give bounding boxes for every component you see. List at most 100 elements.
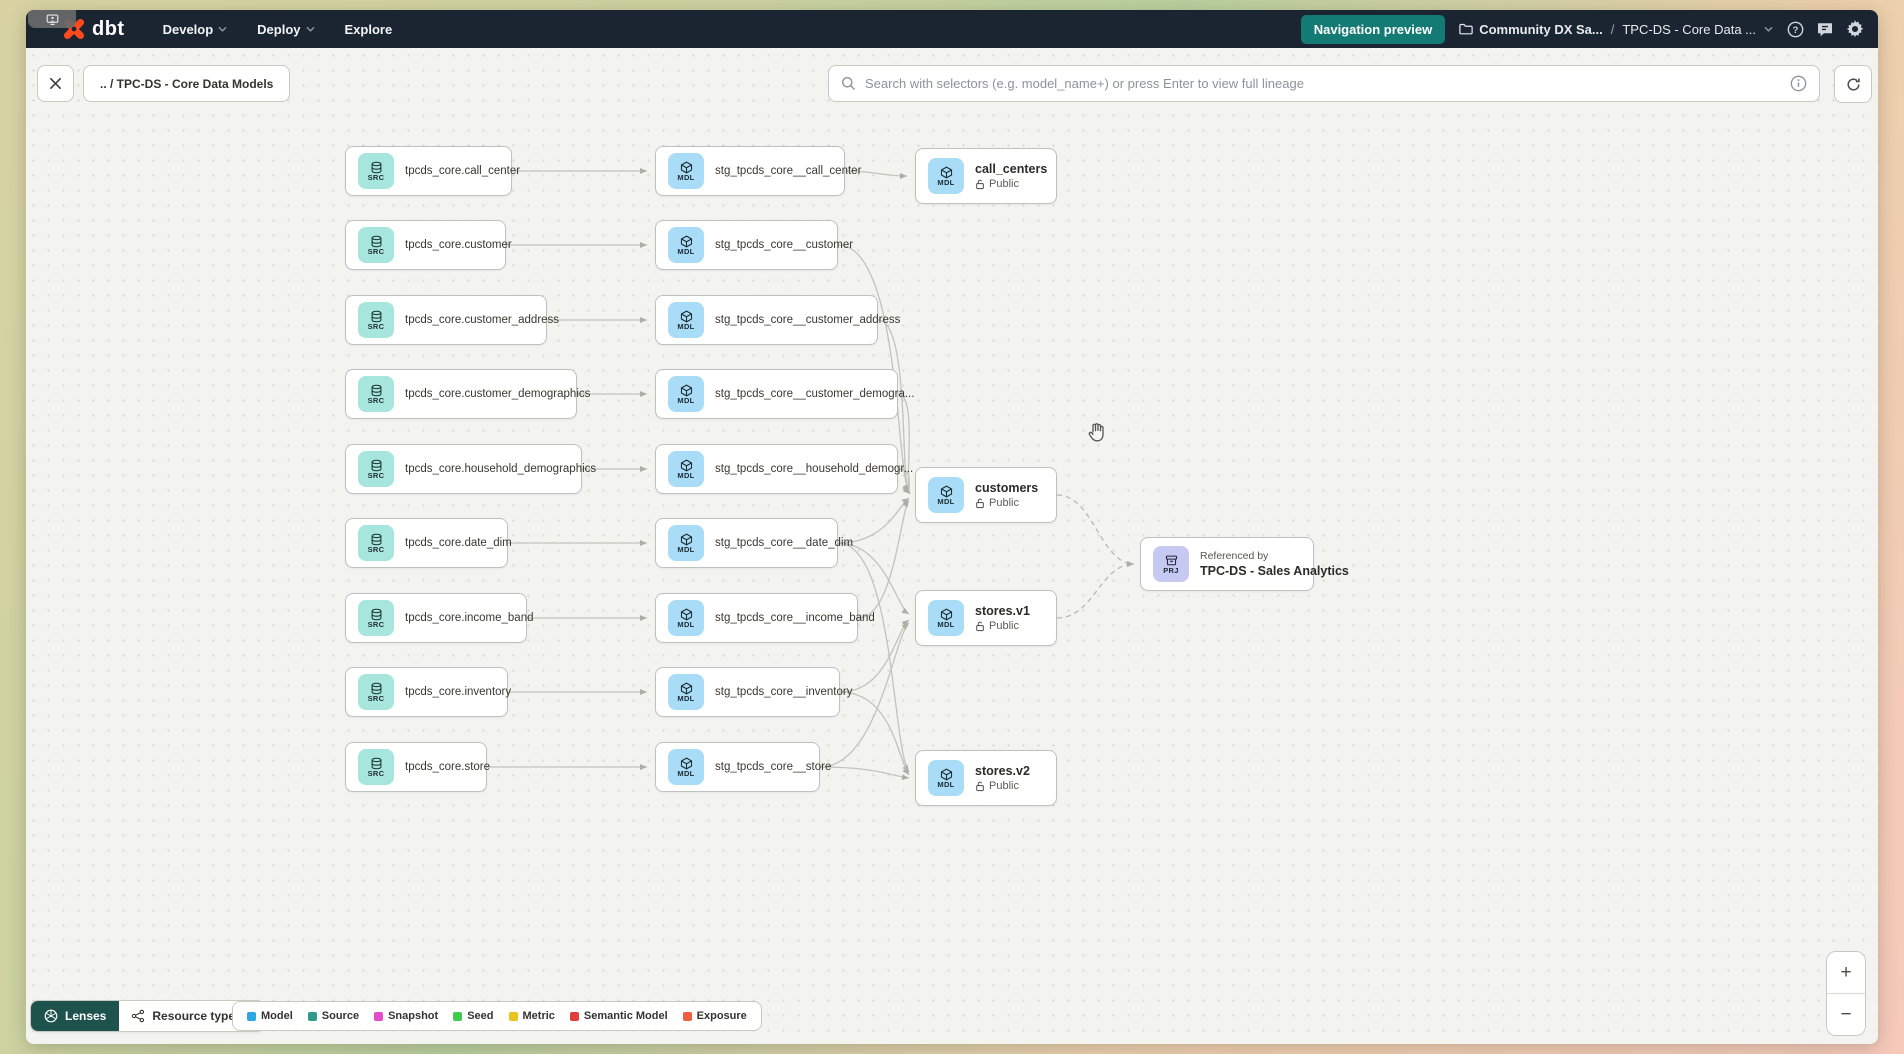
lens-aperture-icon — [44, 1009, 58, 1023]
legend-item: Seed — [453, 1010, 494, 1022]
model-badge: MDL — [928, 760, 964, 796]
model-access: Public — [975, 779, 1030, 793]
info-icon[interactable] — [1790, 75, 1807, 97]
source-node[interactable]: SRC tpcds_core.customer_demographics — [345, 369, 590, 419]
help-icon[interactable]: ? — [1787, 21, 1804, 38]
source-node[interactable]: SRC tpcds_core.store — [345, 742, 490, 792]
source-badge: SRC — [358, 600, 394, 636]
lock-open-icon — [976, 621, 984, 631]
model-node[interactable]: MDL stg_tpcds_core__income_band — [655, 593, 875, 643]
source-node[interactable]: SRC tpcds_core.customer — [345, 220, 512, 270]
model-node[interactable]: MDL stg_tpcds_core__customer — [655, 220, 853, 270]
lineage-search — [828, 65, 1820, 102]
lineage-canvas[interactable]: SRC tpcds_core.call_center SRC — [26, 48, 1878, 1044]
breadcrumb: Community DX Sa... / TPC-DS - Core Data … — [1459, 22, 1773, 37]
model-node[interactable]: MDL stg_tpcds_core__call_center — [655, 146, 861, 196]
model-access: Public — [975, 496, 1038, 510]
search-input[interactable] — [865, 76, 1781, 91]
chevron-down-icon — [305, 26, 315, 32]
navbar-right: Navigation preview Community DX Sa... / … — [1300, 14, 1864, 44]
model-node[interactable]: MDL stg_tpcds_core__customer_demogra... — [655, 369, 914, 419]
legend-swatch — [569, 1011, 579, 1021]
model-badge: MDL — [668, 376, 704, 412]
database-icon — [371, 533, 381, 545]
refresh-lineage-button[interactable] — [1834, 65, 1872, 103]
source-node[interactable]: SRC tpcds_core.date_dim — [345, 518, 512, 568]
cube-icon — [940, 485, 952, 497]
model-title: stores.v1 — [975, 604, 1030, 618]
legend-item: Snapshot — [374, 1010, 438, 1022]
zoom-out-button[interactable]: − — [1827, 994, 1865, 1035]
public-model-node[interactable]: MDL customers Public — [915, 467, 1057, 523]
lenses-control: Lenses Resource type — [30, 1000, 266, 1032]
model-badge: MDL — [668, 153, 704, 189]
legend-swatch — [682, 1011, 692, 1021]
model-title: customers — [975, 481, 1039, 495]
database-icon — [371, 384, 381, 396]
chevron-down-icon[interactable] — [1764, 26, 1773, 32]
model-badge: MDL — [668, 525, 704, 561]
settings-gear-icon[interactable] — [1846, 20, 1864, 38]
source-node[interactable]: SRC tpcds_core.income_band — [345, 593, 534, 643]
model-node[interactable]: MDL stg_tpcds_core__household_demogr... — [655, 444, 913, 494]
model-badge: MDL — [668, 302, 704, 338]
source-node[interactable]: SRC tpcds_core.household_demographics — [345, 444, 596, 494]
source-badge: SRC — [358, 749, 394, 785]
public-model-node[interactable]: MDL stores.v2 Public — [915, 750, 1057, 806]
source-node[interactable]: SRC tpcds_core.inventory — [345, 667, 511, 717]
lock-open-icon — [976, 781, 984, 791]
nav-item-deploy[interactable]: Deploy — [247, 16, 324, 43]
source-badge: SRC — [358, 302, 394, 338]
database-icon — [371, 682, 381, 694]
lock-open-icon — [976, 498, 984, 508]
model-badge: MDL — [668, 749, 704, 785]
close-lineage-button[interactable] — [37, 65, 74, 102]
monitor-icon — [46, 14, 58, 25]
model-badge: MDL — [928, 600, 964, 636]
screen-share-indicator — [28, 10, 76, 28]
cube-icon — [680, 384, 692, 396]
source-node[interactable]: SRC tpcds_core.customer_address — [345, 295, 559, 345]
cube-icon — [680, 235, 692, 247]
zoom-in-button[interactable]: + — [1827, 952, 1865, 993]
referenced-project-node[interactable]: PRJ Referenced by TPC-DS - Sales Analyti… — [1140, 537, 1349, 591]
model-badge: MDL — [928, 158, 964, 194]
database-icon — [371, 757, 381, 769]
resource-legend: Model Source Snapshot Seed — [232, 1001, 762, 1031]
legend-item: Exposure — [682, 1010, 747, 1022]
dbt-logo[interactable]: dbt — [62, 17, 125, 41]
search-icon — [841, 76, 855, 90]
model-node[interactable]: MDL stg_tpcds_core__inventory — [655, 667, 852, 717]
model-access: Public — [975, 177, 1047, 191]
cube-icon — [680, 533, 692, 545]
public-model-node[interactable]: MDL stores.v1 Public — [915, 590, 1057, 646]
cube-icon — [940, 768, 952, 780]
cube-icon — [680, 459, 692, 471]
referenced-by-caption: Referenced by — [1200, 549, 1269, 562]
nav-item-explore[interactable]: Explore — [344, 21, 393, 37]
hand-cursor — [1085, 420, 1109, 451]
breadcrumb-page[interactable]: TPC-DS - Core Data ... — [1622, 21, 1756, 37]
model-node[interactable]: MDL stg_tpcds_core__store — [655, 742, 831, 792]
legend-swatch — [453, 1011, 463, 1021]
breadcrumb-project[interactable]: Community DX Sa... — [1459, 22, 1603, 37]
referenced-project-title: TPC-DS - Sales Analytics — [1200, 563, 1349, 578]
lineage-breadcrumb-chip[interactable]: .. / TPC-DS - Core Data Models — [83, 65, 291, 102]
navigation-preview-button[interactable]: Navigation preview — [1300, 14, 1446, 44]
cube-icon — [940, 608, 952, 620]
model-badge: MDL — [668, 600, 704, 636]
legend-swatch — [247, 1011, 256, 1021]
nav-item-develop[interactable]: Develop — [153, 16, 238, 43]
lenses-button[interactable]: Lenses — [31, 1001, 120, 1031]
top-navbar: dbt Develop Deploy Explore Navigation pr… — [26, 10, 1878, 48]
model-node[interactable]: MDL stg_tpcds_core__customer_address — [655, 295, 900, 345]
model-node[interactable]: MDL stg_tpcds_core__date_dim — [655, 518, 853, 568]
model-badge: MDL — [668, 227, 704, 263]
cube-icon — [680, 310, 692, 322]
cube-icon — [940, 166, 952, 178]
public-model-node[interactable]: MDL call_centers Public — [915, 148, 1057, 204]
model-badge: MDL — [668, 674, 704, 710]
feedback-icon[interactable] — [1816, 21, 1834, 38]
source-node[interactable]: SRC tpcds_core.call_center — [345, 146, 520, 196]
